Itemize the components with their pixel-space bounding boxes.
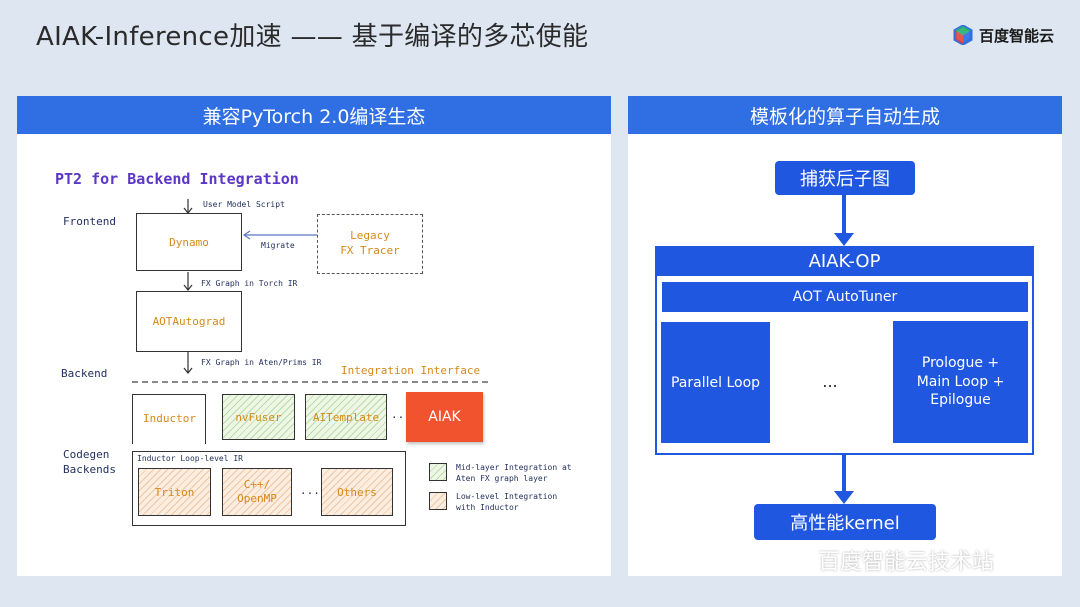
left-panel: 兼容PyTorch 2.0编译生态 PT2 for Backend Integr…: [17, 96, 611, 576]
others-box: Others: [321, 468, 393, 516]
kernel-output-box: 高性能kernel: [754, 504, 936, 540]
watermark-text: 百度智能云技术站: [818, 550, 995, 575]
aotautograd-box: AOTAutograd: [136, 291, 242, 352]
legend-low-label: Low-level Integration with Inductor: [456, 492, 558, 513]
codegen-backends-label: Codegen Backends: [63, 448, 116, 476]
wechat-icon: [786, 549, 812, 570]
legacy-tracer-box: Legacy FX Tracer: [317, 214, 423, 274]
legend-low-swatch: [429, 492, 447, 510]
legend-mid-label: Mid-layer Integration at Aten FX graph l…: [456, 463, 572, 484]
dynamo-box: Dynamo: [136, 213, 242, 271]
brand-logo-icon: [953, 25, 973, 45]
watermark: 百度智能云技术站: [786, 544, 994, 576]
aiak-op-header: AIAK-OP: [655, 246, 1034, 276]
ops-ellipsis: ...: [822, 371, 838, 391]
left-connectors: [132, 199, 489, 383]
frontend-label: Frontend: [63, 215, 116, 228]
right-arrows: [834, 195, 854, 504]
left-panel-header: 兼容PyTorch 2.0编译生态: [17, 96, 611, 134]
fx-graph-aten-label: FX Graph in Aten/Prims IR: [201, 358, 322, 367]
aitemplate-box: AITemplate: [305, 394, 387, 440]
right-panel: 模板化的算子自动生成 捕获后子图 AIAK-OP AOT AutoTuner P…: [628, 96, 1062, 576]
inductor-label: Inductor: [143, 412, 196, 425]
backend-label: Backend: [61, 367, 108, 380]
migrate-label: Migrate: [261, 241, 295, 250]
right-panel-header: 模板化的算子自动生成: [628, 96, 1062, 134]
prologue-box: Prologue + Main Loop + Epilogue: [893, 321, 1028, 443]
nvfuser-box: nvFuser: [222, 394, 295, 440]
parallel-loop-box: Parallel Loop: [661, 322, 770, 443]
integrations-ellipsis: ...: [391, 408, 411, 421]
aiak-box: AIAK: [406, 392, 483, 442]
brand-name: 百度智能云: [979, 26, 1055, 45]
user-model-script-label: User Model Script: [203, 200, 285, 209]
inductor-container: [132, 394, 206, 444]
diagram-title: PT2 for Backend Integration: [55, 170, 299, 188]
triton-box: Triton: [138, 468, 211, 516]
inductor-ir-label: Inductor Loop-level IR: [137, 454, 243, 463]
brand: 百度智能云: [953, 22, 1054, 48]
fx-graph-torch-label: FX Graph in Torch IR: [201, 279, 298, 288]
legend-mid-swatch: [429, 463, 447, 481]
integration-interface-label: Integration Interface: [341, 364, 481, 377]
capture-subgraph-box: 捕获后子图: [775, 161, 915, 195]
aot-autotuner-bar: AOT AutoTuner: [662, 282, 1028, 312]
slide-title: AIAK-Inference加速 —— 基于编译的多芯使能: [36, 22, 589, 52]
cpp-openmp-box: C++/ OpenMP: [222, 468, 292, 516]
codegen-ellipsis: ...: [300, 484, 320, 497]
